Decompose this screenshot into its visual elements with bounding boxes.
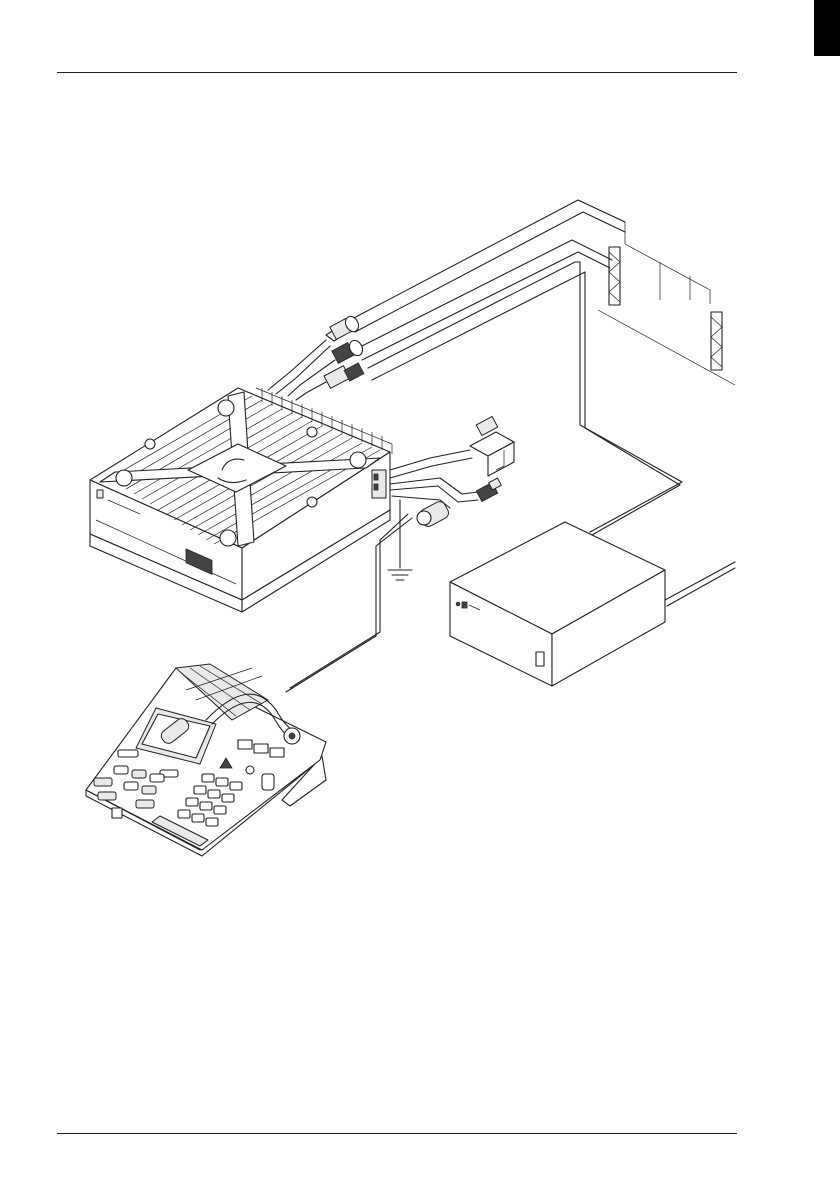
antenna-cables [350,200,682,535]
antenna-mast-icon [578,200,735,385]
antenna-connector-icon [268,314,365,400]
radio-unit-icon [90,388,392,612]
power-supply-icon [450,522,735,686]
console-microphone-icon [86,664,326,856]
cable-connector-icon [390,416,514,528]
ground-icon [388,500,412,580]
